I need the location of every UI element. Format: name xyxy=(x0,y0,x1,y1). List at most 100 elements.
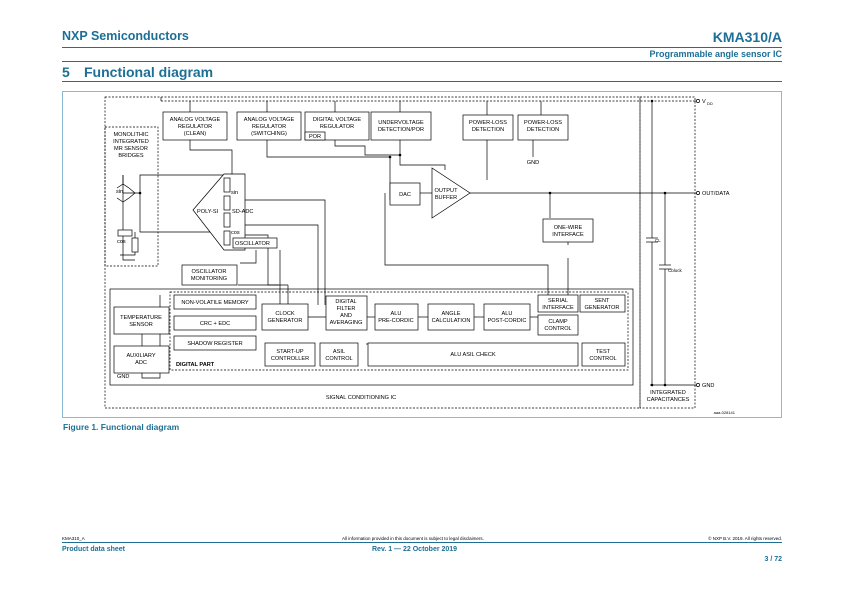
footer-doc-id: KMA310_A xyxy=(62,536,85,541)
test-ctrl-label-1: TEST xyxy=(596,349,611,355)
clamp-ctrl-box xyxy=(537,314,579,336)
digital-filter-label-4: AVERAGING xyxy=(330,320,363,326)
shadow-box xyxy=(173,335,257,351)
alu-asil-box xyxy=(367,342,579,367)
dac-box xyxy=(389,182,421,206)
signal-ic-region xyxy=(104,96,641,409)
out-pin-label: OUT/DATA xyxy=(702,191,730,197)
serial-if-label-1: SERIAL xyxy=(548,298,568,304)
mr-label-4: BRIDGES xyxy=(118,153,143,159)
powerloss1-label-1: POWER-LOSS xyxy=(469,120,507,126)
dac-label: DAC xyxy=(399,192,411,198)
clock-gen-label-2: GENERATOR xyxy=(268,318,303,324)
powerloss-box-2 xyxy=(517,114,569,141)
digital-filter-label-3: AND xyxy=(340,313,352,319)
powerloss2-label-1: POWER-LOSS xyxy=(524,120,562,126)
ldo-digital-label-2: REGULATOR xyxy=(320,124,354,130)
output-buffer-label-2: BUFFER xyxy=(435,195,457,201)
serial-if-box xyxy=(537,294,579,313)
digital-filter-label-2: FILTER xyxy=(337,306,356,312)
angle-calc-label-2: CALCULATION xyxy=(432,318,471,324)
alu-post-label-2: POST-CORDIC xyxy=(488,318,527,324)
gnd-power-label: GND xyxy=(527,160,539,166)
digital-part-label: DIGITAL PART xyxy=(176,362,215,368)
output-buffer-label-1: OUTPUT xyxy=(435,188,459,194)
ldo-digital-label-1: DIGITAL VOLTAGE xyxy=(313,117,362,123)
osc-monitoring-label-2: MONITORING xyxy=(191,276,227,282)
one-wire-box xyxy=(542,218,594,243)
adc-sin-label: sin xyxy=(231,190,238,196)
footer-copyright: © NXP B.V. 2019. All rights reserved. xyxy=(708,536,782,541)
digital-part-region xyxy=(169,291,629,371)
asil-ctrl-label-2: CONTROL xyxy=(325,356,352,362)
cos-label: cos xyxy=(117,239,126,245)
sent-gen-box xyxy=(579,294,626,313)
company-name: NXP Semiconductors xyxy=(62,29,189,43)
alu-pre-label-1: ALU xyxy=(391,311,402,317)
asil-ctrl-box xyxy=(319,342,359,367)
por-box xyxy=(304,131,326,141)
adc-polysi-label: POLY-SI xyxy=(197,209,219,215)
section-number: 5 xyxy=(62,64,70,80)
startup-box xyxy=(264,342,316,367)
signal-ic-label: SIGNAL CONDITIONING IC xyxy=(326,395,396,401)
serial-if-label-2: INTERFACE xyxy=(542,305,574,311)
mr-label-2: INTEGRATED xyxy=(113,139,149,145)
angle-calc-label-1: ANGLE xyxy=(442,311,461,317)
ldo-clean-label-3: (CLEAN) xyxy=(184,131,207,137)
cblock-label: Cblock xyxy=(668,268,683,273)
output-buffer-triangle xyxy=(431,167,471,219)
test-ctrl-box xyxy=(581,342,626,367)
sin-label: sin xyxy=(116,189,123,195)
clamp-ctrl-label-2: CONTROL xyxy=(544,326,571,332)
adc-diamond xyxy=(192,173,246,251)
nvm-box xyxy=(173,294,257,310)
alu-post-box xyxy=(483,303,531,331)
digital-filter-label-1: DIGITAL xyxy=(335,299,356,305)
undervoltage-label-2: DETECTION/POR xyxy=(378,127,424,133)
nvm-label: NON-VOLATILE MEMORY xyxy=(181,300,249,306)
asil-ctrl-label-1: ASIL xyxy=(333,349,345,355)
cl-label: CL xyxy=(655,238,661,243)
temp-sensor-label-1: TEMPERATURE xyxy=(120,315,162,321)
ldo-clean-label-2: REGULATOR xyxy=(178,124,212,130)
por-label: POR xyxy=(309,134,321,140)
mr-sensor-region xyxy=(104,126,159,267)
clamp-ctrl-label-1: CLAMP xyxy=(548,319,568,325)
gnd-pin-label: GND xyxy=(702,383,714,389)
aux-adc-label-1: AUXILIARY xyxy=(126,353,155,359)
undervoltage-box xyxy=(370,111,432,141)
aux-adc-box xyxy=(113,345,170,374)
figure-caption: Figure 1. Functional diagram xyxy=(63,422,180,432)
test-ctrl-label-2: CONTROL xyxy=(589,356,616,362)
figure-code: aaa-028141 xyxy=(714,410,736,415)
ldo-switching-box xyxy=(236,111,302,141)
alu-pre-label-2: PRE-CORDIC xyxy=(378,318,413,324)
section-rule xyxy=(62,81,782,82)
footer-page: 3 / 72 xyxy=(764,556,782,563)
digital-filter-box xyxy=(325,295,368,331)
footer-rule xyxy=(62,542,782,543)
ldo-clean-box xyxy=(162,111,228,141)
vdd-pin-label: V xyxy=(702,99,706,105)
crc-label: CRC + EDC xyxy=(200,321,230,327)
oscillator-label: OSCILLATOR xyxy=(235,241,270,247)
alu-asil-label: ALU ASIL CHECK xyxy=(450,352,495,358)
section-title: Functional diagram xyxy=(84,64,214,80)
sent-gen-label-1: SENT xyxy=(595,298,611,304)
temp-sensor-label-2: SENSOR xyxy=(129,322,153,328)
sent-gen-label-2: GENERATOR xyxy=(585,305,620,311)
document-subtitle: Programmable angle sensor IC xyxy=(649,49,782,59)
adc-cos-label: cos xyxy=(231,230,240,236)
vdd-pin-sub: DD xyxy=(707,101,713,106)
footer-revision: Rev. 1 — 22 October 2019 xyxy=(372,546,458,553)
ldo-clean-label-1: ANALOG VOLTAGE xyxy=(170,117,221,123)
temp-sensor-box xyxy=(113,306,170,335)
osc-monitoring-box xyxy=(181,264,238,286)
ldo-switching-label-3: (SWITCHING) xyxy=(251,131,287,137)
angle-calc-box xyxy=(427,303,475,331)
adc-sdadc-label: SD-ADC xyxy=(232,209,253,215)
clock-gen-label-1: CLOCK xyxy=(275,311,295,317)
oscillator-box xyxy=(232,237,278,249)
